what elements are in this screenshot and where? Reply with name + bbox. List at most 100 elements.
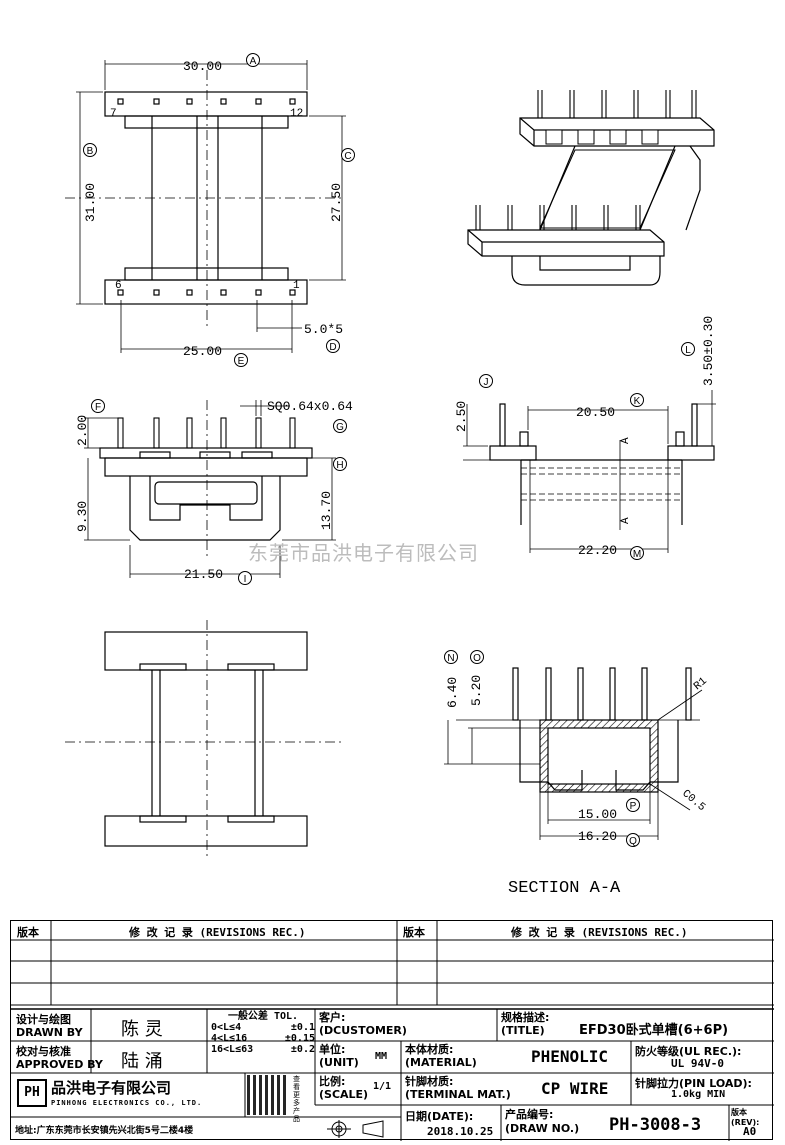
dim-front-pin-top: 2.00 [75, 415, 90, 446]
side-view [463, 390, 716, 553]
scale-value: 1/1 [373, 1081, 392, 1092]
callout-m: M [630, 546, 644, 560]
isometric-view [467, 90, 715, 286]
dim-front-body: 13.70 [319, 491, 334, 530]
dim-top-height-inner: 27.50 [329, 183, 344, 222]
dim-front-width: 21.50 [184, 567, 223, 582]
pin-label-7: 7 [110, 108, 117, 120]
front-view [84, 400, 336, 578]
svg-text:H: H [336, 460, 343, 471]
svg-text:B: B [87, 146, 94, 157]
checker-name: 陆 涌 [121, 1051, 163, 1072]
customer-label: 客户: (DCUSTOMER) [319, 1011, 407, 1037]
section-radius: R1 [692, 675, 710, 693]
callout-i: I [238, 571, 252, 585]
rev-col-version-left: 版本 [17, 926, 39, 939]
checker-label: 校对与核准 APPROVED BY [16, 1045, 103, 1071]
rev-value: A0 [743, 1125, 757, 1138]
scale-label: 比例: (SCALE) [319, 1075, 369, 1101]
pin-label-1: 1 [293, 280, 300, 292]
dim-top-width: 30.00 [183, 59, 222, 74]
callout-l: L [681, 342, 695, 356]
designer-name: 陈 灵 [121, 1019, 163, 1040]
terminal-value: CP WIRE [541, 1079, 609, 1098]
dim-section-outer-width: 16.20 [578, 829, 617, 844]
section-mark-upper: A [620, 437, 632, 444]
material-value: PHENOLIC [531, 1047, 609, 1066]
pinload-label: 针脚拉力(PIN LOAD): [635, 1077, 752, 1090]
callout-c: C [341, 148, 355, 162]
svg-text:E: E [238, 356, 245, 367]
company-name-en: PINHONG ELECTRONICS CO., LTD. [51, 1099, 203, 1107]
date-value: 2018.10.25 [427, 1125, 494, 1138]
dim-front-flange: 9.30 [75, 501, 90, 532]
tol-title: 一般公差 TOL. [227, 1011, 299, 1022]
svg-text:F: F [95, 402, 101, 413]
callout-a: A [246, 53, 260, 67]
dim-section-inner-width: 15.00 [578, 807, 617, 822]
pin-label-12: 12 [290, 108, 303, 120]
drawno-value: PH-3008-3 [609, 1115, 702, 1135]
pinload-value: 1.0kg MIN [671, 1089, 726, 1100]
tol-block: 一般公差 TOL. 0<L≤4±0.1 4<L≤16±0.15 16<L≤63±… [211, 1011, 315, 1055]
designer-label: 设计与绘图 DRAWN BY [16, 1013, 83, 1039]
rev-label: 版本(REV): [731, 1108, 760, 1127]
terminal-label: 针脚材质: (TERMINAL MAT.) [405, 1075, 511, 1101]
callout-g: G [333, 419, 347, 433]
date-label: 日期(DATE): [405, 1110, 474, 1123]
title-value: EFD30卧式单槽(6+6P) [579, 1023, 729, 1038]
title-block: 版本 修 改 记 录 (REVISIONS REC.) 版本 修 改 记 录 (… [10, 920, 774, 1141]
qr-code [247, 1075, 287, 1115]
logo: PH [17, 1079, 47, 1107]
callout-p: P [626, 798, 640, 812]
technical-drawing: 30.00 7 12 6 1 31.00 27.50 25.00 5.0*5 2… [65, 53, 716, 898]
svg-text:O: O [473, 653, 481, 664]
section-title: SECTION A-A [508, 879, 621, 898]
svg-text:P: P [630, 801, 637, 812]
logo-text: PH [24, 1085, 40, 1100]
svg-text:J: J [484, 377, 489, 388]
svg-text:L: L [685, 345, 691, 356]
dim-top-height-total: 31.00 [83, 183, 98, 222]
callout-h: H [333, 457, 347, 471]
dim-top-pin-span: 25.00 [183, 344, 222, 359]
svg-text:A: A [250, 56, 257, 67]
pin-label-6: 6 [115, 280, 122, 292]
fire-value: UL 94V-0 [671, 1057, 724, 1070]
projection-symbol-icon [327, 1120, 384, 1138]
svg-text:M: M [633, 549, 641, 560]
svg-text:G: G [336, 422, 344, 433]
address: 地址:广东东莞市长安镇先兴北街5号二楼4楼 [15, 1126, 194, 1136]
rev-col-record-left: 修 改 记 录 (REVISIONS REC.) [129, 926, 306, 939]
svg-text:K: K [634, 396, 641, 407]
rev-col-record-right: 修 改 记 录 (REVISIONS REC.) [511, 926, 688, 939]
fire-label: 防火等级(UL REC.): [635, 1045, 742, 1058]
company-name-cn: 品洪电子有限公司 [51, 1079, 172, 1097]
callout-k: K [630, 393, 644, 407]
dim-side-pin: 2.50 [454, 401, 469, 432]
callout-o: O [470, 650, 484, 664]
callout-d: D [326, 339, 340, 353]
title-label: 规格描述: (TITLE) [501, 1011, 550, 1037]
svg-text:D: D [329, 342, 336, 353]
dim-section-h1: 6.40 [445, 677, 460, 708]
callout-f: F [91, 399, 105, 413]
rev-col-version-right: 版本 [403, 926, 425, 939]
bottom-view [65, 620, 345, 860]
callout-q: Q [626, 833, 640, 847]
qr-caption: 查看更多产品 [293, 1075, 300, 1123]
drawno-label: 产品编号: (DRAW NO.) [505, 1108, 580, 1135]
unit-value: MM [375, 1051, 388, 1062]
svg-text:I: I [244, 574, 247, 585]
section-mark-lower: A [620, 517, 632, 524]
callout-n: N [444, 650, 458, 664]
svg-text:Q: Q [629, 836, 637, 847]
svg-text:N: N [447, 653, 454, 664]
unit-label: 单位: (UNIT) [319, 1043, 359, 1069]
dim-side-outer: 22.20 [578, 543, 617, 558]
dim-section-h2: 5.20 [469, 675, 484, 706]
callout-b: B [83, 143, 97, 157]
watermark: 东莞市品洪电子有限公司 [248, 541, 479, 565]
section-view [444, 667, 703, 840]
